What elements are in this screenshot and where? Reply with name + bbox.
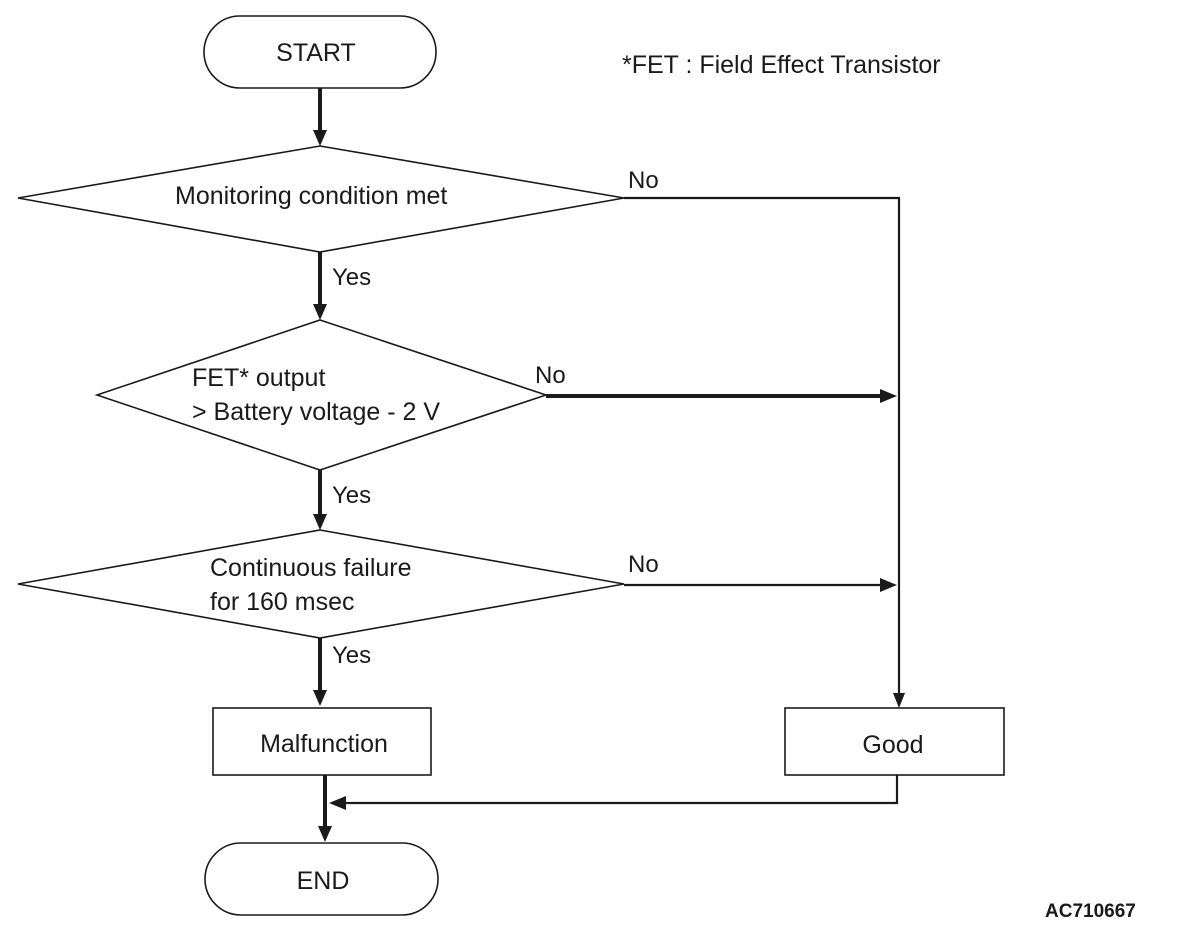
good-box: Good bbox=[784, 707, 1005, 776]
start-label: START bbox=[276, 39, 356, 67]
start-terminator: START bbox=[203, 15, 437, 89]
connector-failure-yes: Yes bbox=[313, 638, 371, 706]
connector-monitoring-no: No bbox=[624, 167, 905, 708]
connector-fet-no: No bbox=[535, 362, 897, 403]
decision-fet-label-line1: FET* output bbox=[192, 364, 325, 392]
branch-label-no-1: No bbox=[628, 167, 659, 194]
branch-label-yes-1: Yes bbox=[332, 264, 371, 291]
branch-label-yes-3: Yes bbox=[332, 642, 371, 669]
figure-code: AC710667 bbox=[1045, 901, 1136, 922]
decision-failure-label-line1: Continuous failure bbox=[210, 554, 412, 582]
end-terminator: END bbox=[204, 842, 439, 916]
decision-fet-label-line2: > Battery voltage - 2 V bbox=[192, 398, 440, 426]
connector-monitoring-yes: Yes bbox=[313, 252, 371, 320]
connector-start-to-monitoring bbox=[313, 88, 327, 146]
decision-monitoring-label: Monitoring condition met bbox=[175, 182, 447, 210]
end-label: END bbox=[297, 867, 350, 895]
decision-continuous-failure: Continuous failure for 160 msec bbox=[17, 529, 625, 639]
malfunction-label: Malfunction bbox=[260, 730, 388, 758]
footnote: *FET : Field Effect Transistor bbox=[622, 51, 941, 79]
decision-monitoring: Monitoring condition met bbox=[17, 145, 625, 253]
connector-malfunction-to-end bbox=[318, 775, 332, 842]
connector-good-to-merge bbox=[329, 775, 899, 810]
branch-label-yes-2: Yes bbox=[332, 482, 371, 509]
good-label: Good bbox=[862, 731, 923, 759]
decision-fet-output: FET* output > Battery voltage - 2 V bbox=[94, 319, 549, 471]
malfunction-box: Malfunction bbox=[212, 707, 432, 776]
branch-label-no-2: No bbox=[535, 362, 566, 389]
connector-failure-no: No bbox=[624, 551, 897, 592]
connector-fet-yes: Yes bbox=[313, 470, 371, 530]
branch-label-no-3: No bbox=[628, 551, 659, 578]
decision-failure-label-line2: for 160 msec bbox=[210, 588, 355, 616]
